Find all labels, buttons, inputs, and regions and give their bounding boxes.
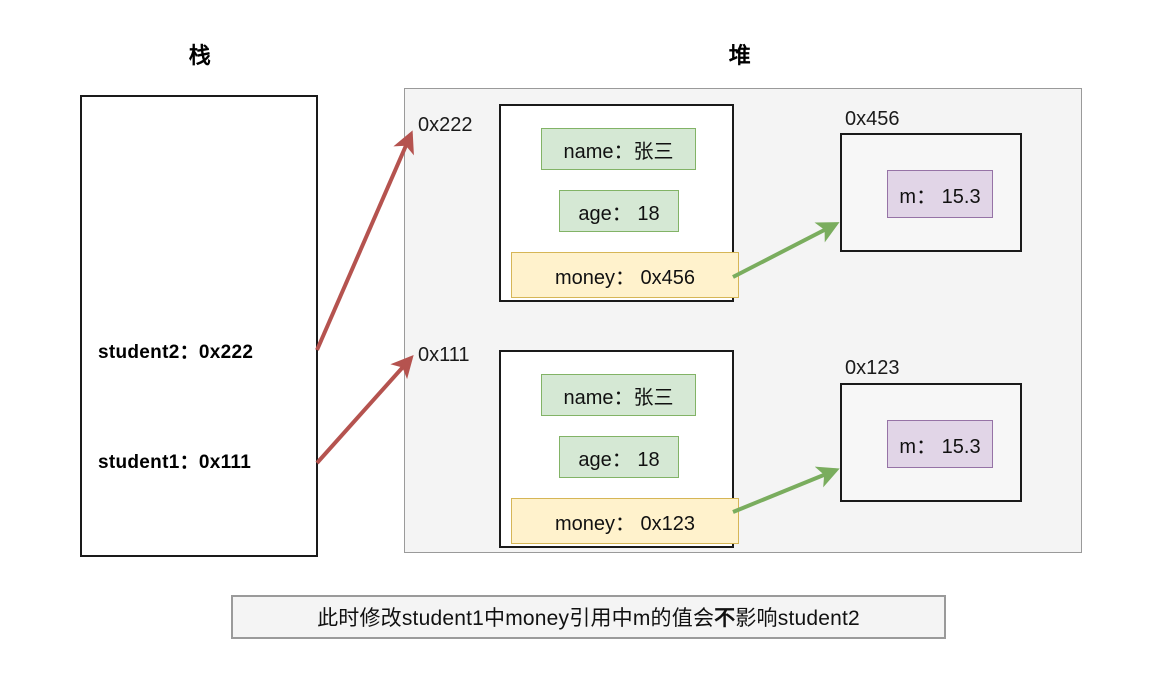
caption-emphasis: 不: [714, 607, 736, 630]
memory-field-m: m： 15.3: [887, 420, 993, 468]
heap-section-title: 堆: [728, 43, 752, 68]
caption-text: 此时修改student1中money引用中m的值会不影响student2: [317, 602, 860, 632]
stack-section-title: 栈: [188, 43, 212, 68]
stack-entry-student2: student2：0x222: [98, 342, 254, 363]
object-field-age: age： 18: [559, 436, 679, 478]
memory-cell-0x123: m： 15.3: [840, 383, 1022, 502]
heap-object-0x222: name：张三 age： 18 money： 0x456: [499, 104, 739, 302]
memory-field-m: m： 15.3: [887, 170, 993, 218]
object-field-money: money： 0x123: [511, 498, 739, 544]
heap-address-label-0x111: 0x111: [418, 344, 470, 366]
memory-cell-0x456: m： 15.3: [840, 133, 1022, 252]
object-field-money: money： 0x456: [511, 252, 739, 298]
pointer-arrow-student1-to-0x111: [315, 355, 414, 465]
caption-box: 此时修改student1中money引用中m的值会不影响student2: [231, 595, 946, 639]
object-field-name: name：张三: [541, 128, 696, 170]
object-field-age: age： 18: [559, 190, 679, 232]
caption-prefix: 此时修改student1中money引用中m的值会: [317, 607, 715, 630]
stack-box: [80, 95, 318, 557]
heap-object-0x111: name：张三 age： 18 money： 0x123: [499, 350, 739, 548]
pointer-arrow-student2-to-0x222: [315, 130, 414, 351]
object-field-name: name：张三: [541, 374, 696, 416]
stack-entry-student1: student1：0x111: [98, 452, 252, 473]
heap-address-label-0x222: 0x222: [418, 114, 473, 136]
heap-address-label-0x456: 0x456: [845, 108, 900, 130]
heap-address-label-0x123: 0x123: [845, 357, 900, 379]
caption-suffix: 影响student2: [735, 607, 860, 630]
